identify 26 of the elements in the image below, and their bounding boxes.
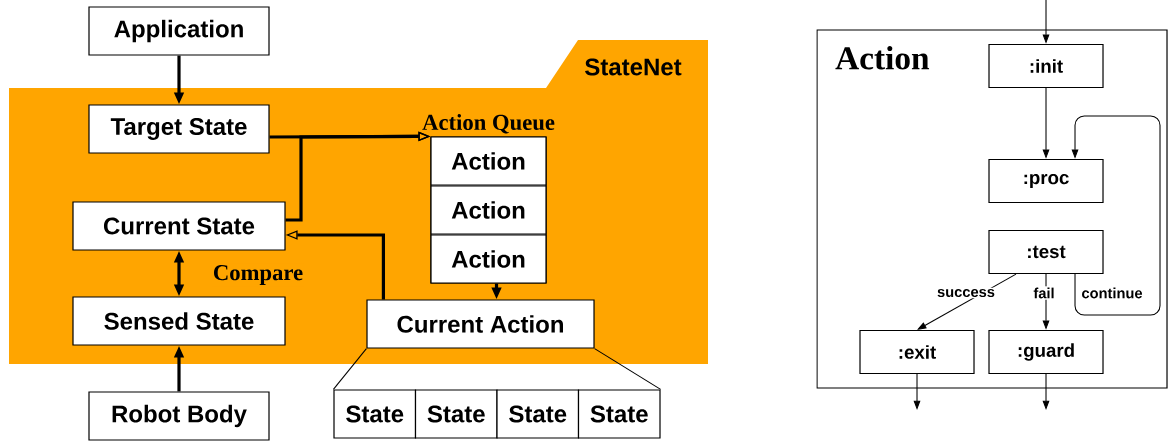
process-box: Target State xyxy=(88,104,270,154)
process-box: :guard xyxy=(988,329,1104,375)
process-box: :exit xyxy=(859,329,975,375)
edge-label: fail xyxy=(1032,286,1056,300)
edge-label: success xyxy=(935,287,997,299)
arrow xyxy=(917,273,1017,330)
node-label: Action Queue xyxy=(422,114,555,134)
connector-line xyxy=(332,348,367,390)
process-box: :proc xyxy=(988,158,1104,204)
process-box: Sensed State xyxy=(72,296,286,346)
process-box: Application xyxy=(88,6,270,56)
connector-line xyxy=(594,348,662,390)
process-box: :test xyxy=(988,229,1104,275)
process-box: Action xyxy=(430,234,547,284)
process-box: Current State xyxy=(72,201,286,251)
process-box: Robot Body xyxy=(88,391,270,441)
process-box: State xyxy=(414,389,498,439)
process-box: State xyxy=(333,389,417,439)
process-box: Action xyxy=(430,185,547,235)
process-box: Current Action xyxy=(366,299,595,349)
process-box: Action xyxy=(430,136,547,186)
process-box: :init xyxy=(988,43,1104,89)
process-box: State xyxy=(496,389,580,439)
arrow xyxy=(1071,115,1161,316)
process-box: State xyxy=(577,389,661,439)
edge-label: continue xyxy=(1080,286,1144,300)
